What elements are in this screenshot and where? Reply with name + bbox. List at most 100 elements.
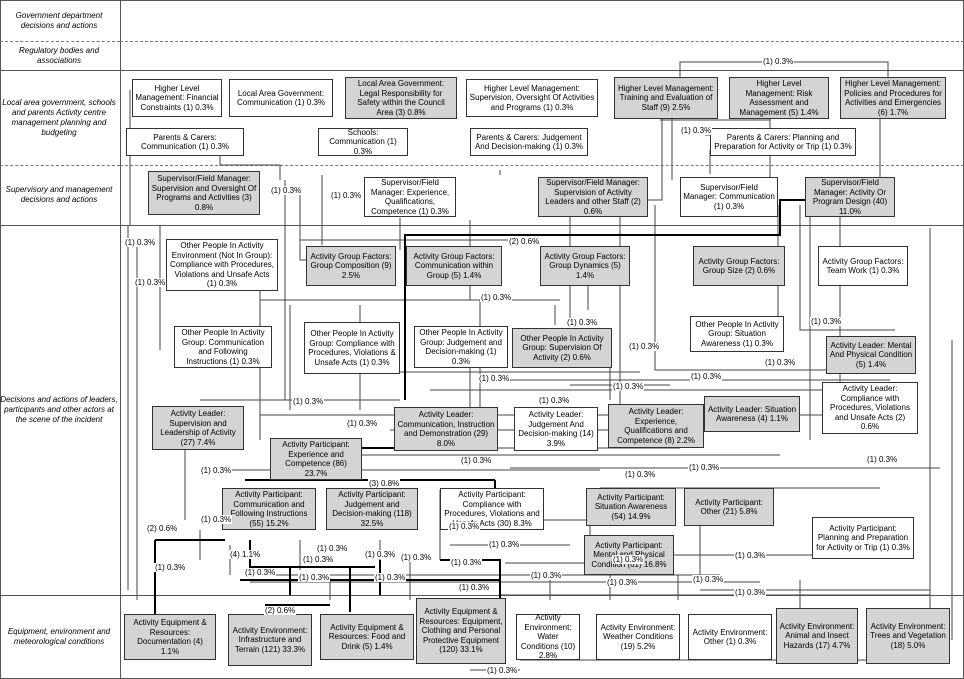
edge-label: (1) 0.3% [690, 372, 723, 381]
box-op-not-in-group: Other People In Activity Environment (No… [166, 239, 278, 291]
box-op-judgement: Other People In Activity Group: Judgemen… [414, 326, 508, 368]
edge-label: (1) 0.3% [244, 568, 277, 577]
edge-label: (1) 0.3% [200, 515, 233, 524]
edge-label: (1) 0.3% [810, 317, 843, 326]
edge-label: (1) 0.3% [688, 463, 721, 472]
edge-label: (1) 0.3% [488, 540, 521, 549]
edge-label: (1) 0.3% [612, 382, 645, 391]
box-op-compliance: Other People In Activity Group: Complian… [304, 322, 400, 374]
edge-label: (1) 0.3% [734, 588, 767, 597]
edge-label: (1) 0.3% [566, 318, 599, 327]
edge-label: (1) 0.3% [486, 666, 519, 675]
edge-label: (3) 0.8% [368, 479, 401, 488]
box-sfm-supervision: Supervisor/Field Manager: Supervision an… [148, 171, 260, 215]
level-separator [0, 225, 964, 226]
box-hlm-risk: Higher Level Management: Risk Assessment… [729, 77, 829, 119]
box-hlm-training: Higher Level Management: Training and Ev… [614, 77, 718, 119]
box-hlm-supervision: Higher Level Management: Supervision, Ov… [466, 79, 598, 117]
level-label-supervisory: Supervisory and management decisions and… [5, 185, 113, 204]
edge-label: (1) 0.3% [606, 578, 639, 587]
box-al-experience: Activity Leader: Experience, Qualificati… [608, 404, 704, 448]
level-separator [0, 70, 964, 71]
edge-label: (1) 0.3% [628, 342, 661, 351]
box-al-compliance: Activity Leader: Compliance with Procedu… [822, 382, 918, 434]
box-agf-composition: Activity Group Factors: Group Compositio… [306, 246, 396, 286]
box-agf-teamwork: Activity Group Factors: Team Work (1) 0.… [818, 246, 908, 286]
box-pc-planning: Parents & Carers: Planning and Preparati… [710, 128, 856, 156]
box-ae-other: Activity Environment: Other (1) 0.3% [688, 614, 772, 660]
edge-label: (1) 0.3% [134, 278, 167, 287]
box-ae-trees: Activity Environment: Trees and Vegetati… [866, 608, 950, 664]
edge-label: (1) 0.3% [734, 551, 767, 560]
edge-label: (1) 0.3% [330, 191, 363, 200]
box-sfm-communication: Supervisor/Field Manager: Communication … [680, 177, 778, 217]
level-label-scene: Decisions and actions of leaders, partic… [0, 395, 118, 424]
box-al-supervision: Activity Leader: Supervision and Leaders… [152, 406, 244, 450]
box-al-communication: Activity Leader: Communication, Instruct… [394, 407, 498, 451]
edge-label: (1) 0.3% [374, 573, 407, 582]
level-separator [120, 165, 964, 166]
box-aer-documentation: Activity Equipment & Resources: Document… [124, 614, 216, 660]
level-column-divider [120, 0, 121, 679]
edge-label: (1) 0.3% [448, 522, 481, 531]
edge-label: (1) 0.3% [450, 558, 483, 567]
edge-label: (1) 0.3% [292, 397, 325, 406]
level-separator [120, 41, 964, 42]
edge-label: (4) 1.1% [229, 550, 262, 559]
edge-label: (1) 0.3% [298, 573, 331, 582]
edge-label: (1) 0.3% [624, 470, 657, 479]
box-ae-infrastructure: Activity Environment: Infrastructure and… [228, 614, 312, 666]
box-ap-communication: Activity Participant: Communication and … [222, 488, 316, 530]
edge-label: (1) 0.3% [316, 544, 349, 553]
edge-label: (2) 0.6% [264, 606, 297, 615]
edge-label: (1) 0.3% [866, 455, 899, 464]
edge-label: (1) 0.3% [200, 466, 233, 475]
edge-label: (1) 0.3% [154, 563, 187, 572]
box-pc-judgement: Parents & Carers: Judgement And Decision… [470, 128, 588, 156]
box-schools-communication: Schools: Communication (1) 0.3% [318, 128, 408, 156]
edge-label: (1) 0.3% [762, 57, 795, 66]
level-label-equipment: Equipment, environment and meteorologica… [7, 627, 111, 646]
box-pc-communication: Parents & Carers: Communication (1) 0.3% [126, 128, 244, 156]
box-al-judgement: Activity Leader: Judgement And Decision-… [514, 407, 598, 451]
box-sfm-experience: Supervisor/Field Manager: Experience, Qu… [364, 177, 456, 217]
box-op-communication: Other People In Activity Group: Communic… [174, 326, 272, 368]
box-al-situation: Activity Leader: Situation Awareness (4)… [704, 396, 800, 432]
edge-label: (1) 0.3% [478, 374, 511, 383]
edge-label: (2) 0.6% [508, 237, 541, 246]
box-lag-communication: Local Area Government: Communication (1)… [229, 79, 333, 117]
box-agf-dynamics: Activity Group Factors: Group Dynamics (… [540, 246, 630, 286]
box-sfm-leaders: Supervisor/Field Manager: Supervision of… [538, 177, 648, 217]
edge-label: (1) 0.3% [270, 186, 303, 195]
box-ap-other: Activity Participant: Other (21) 5.8% [684, 488, 774, 526]
edge-label: (1) 0.3% [346, 419, 379, 428]
level-label-local-area: Local area government, schools and paren… [2, 97, 116, 137]
box-ap-situation: Activity Participant: Situation Awarenes… [586, 488, 676, 526]
box-aer-food: Activity Equipment & Resources: Food and… [320, 614, 414, 660]
level-label-regulatory: Regulatory bodies and associations [18, 45, 100, 65]
edge-label: (1) 0.3% [538, 396, 571, 405]
box-ae-animal: Activity Environment: Animal and Insect … [776, 608, 858, 664]
box-lag-legal: Local Area Government: Legal Responsibil… [345, 77, 457, 119]
box-ap-judgement: Activity Participant: Judgement and Deci… [326, 488, 418, 530]
edge-label: (1) 0.3% [530, 571, 563, 580]
edge-label: (1) 0.3% [364, 550, 397, 559]
box-agf-communication: Activity Group Factors: Communication wi… [406, 246, 502, 286]
box-ap-planning: Activity Participant: Planning and Prepa… [812, 517, 914, 559]
box-ae-water: Activity Environment: Water Conditions (… [516, 613, 580, 660]
box-sfm-design: Supervisor/Field Manager: Activity Or Pr… [805, 177, 895, 217]
level-label-government: Government department decisions and acti… [15, 10, 103, 30]
edge-label: (1) 0.3% [460, 456, 493, 465]
edge-label: (1) 0.3% [612, 555, 645, 564]
edge-label: (1) 0.3% [458, 583, 491, 592]
box-op-situation: Other People In Activity Group: Situatio… [690, 316, 784, 352]
box-hlm-policies: Higher Level Management: Policies and Pr… [840, 77, 946, 119]
box-ap-experience: Activity Participant: Experience and Com… [270, 438, 362, 480]
edge-label: (1) 0.3% [764, 358, 797, 367]
level-separator [0, 595, 964, 596]
box-al-mental: Activity Leader: Mental And Physical Con… [826, 336, 916, 374]
edge-label: (1) 0.3% [124, 238, 157, 247]
box-ae-weather: Activity Environment: Weather Conditions… [596, 614, 680, 660]
edge-label: (1) 0.3% [692, 575, 725, 584]
